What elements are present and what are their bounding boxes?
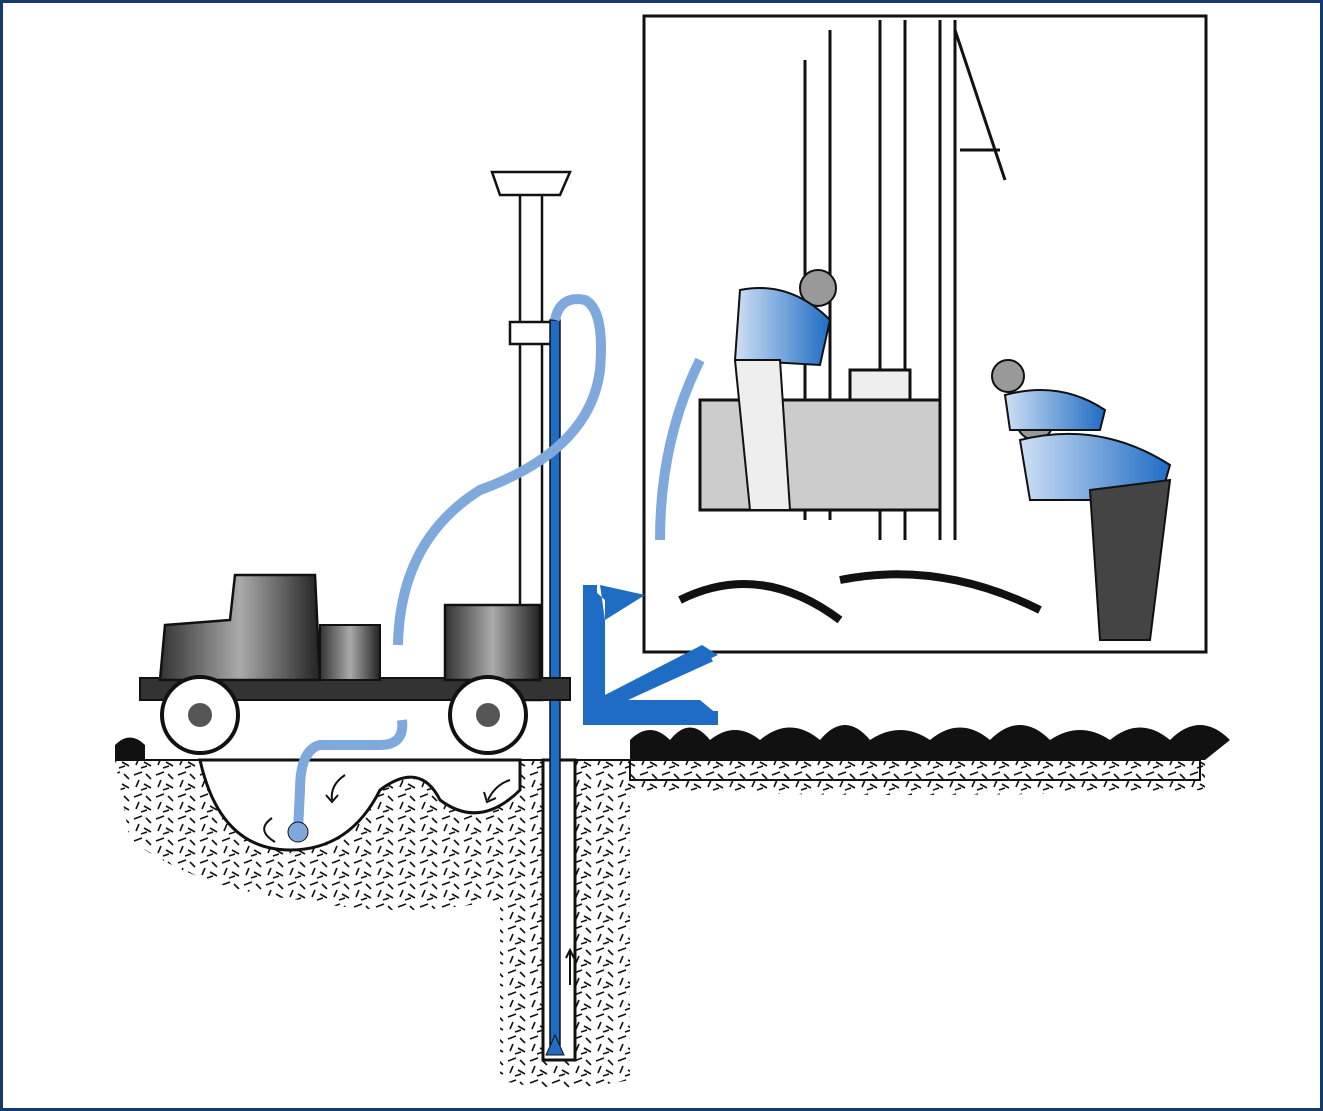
truck-cab xyxy=(158,573,322,682)
mud-pit xyxy=(198,758,522,852)
drill-bit xyxy=(545,1033,565,1056)
kelly-hose xyxy=(393,294,606,646)
rig-tower xyxy=(698,20,1007,540)
drill-mast xyxy=(490,170,572,702)
pump-unit xyxy=(443,603,542,682)
worker-left xyxy=(733,269,837,511)
suction-strainer xyxy=(287,821,309,843)
inset-drill-crew-scene xyxy=(642,14,1208,654)
grass xyxy=(630,725,1230,760)
ground-cross-section xyxy=(115,725,1230,1088)
pointer-arrow-shaft xyxy=(597,648,713,712)
circulation-arrow-icon xyxy=(263,774,575,985)
worker-right-back xyxy=(991,359,1107,431)
worker-right-front xyxy=(1016,403,1172,641)
inset-hose xyxy=(655,357,705,541)
pointer-arrow-corner xyxy=(583,585,718,725)
drill-truck xyxy=(139,573,571,755)
inset-pipes xyxy=(678,570,1042,624)
suction-hose xyxy=(293,719,408,831)
